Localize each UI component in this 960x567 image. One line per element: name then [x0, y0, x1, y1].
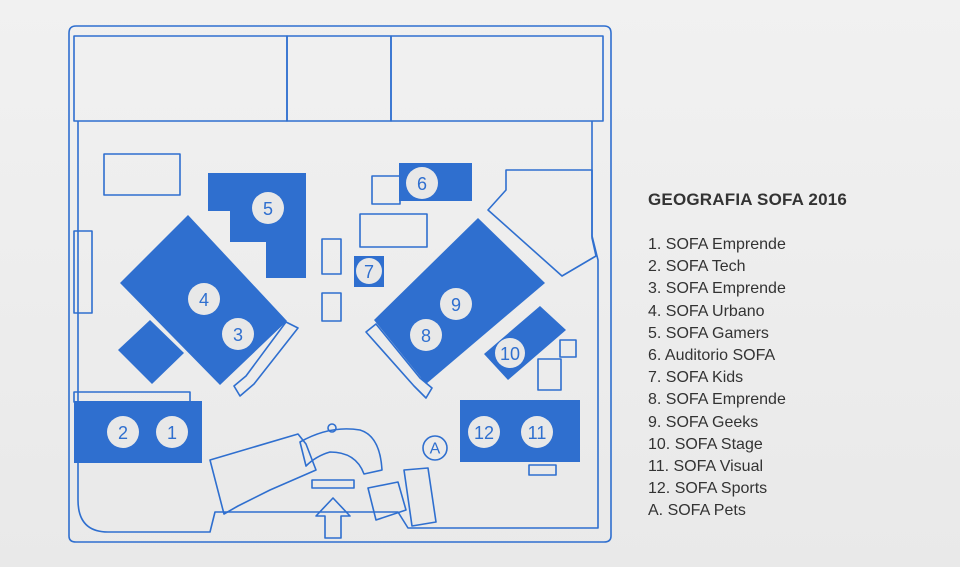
room-outline [73, 391, 191, 403]
zone-10-marker[interactable]: 10 [495, 338, 525, 368]
small-counter [528, 464, 557, 476]
booth-outline [403, 467, 437, 527]
zone-11-label: 11 [528, 423, 547, 443]
legend-item: 9. SOFA Geeks [648, 413, 759, 431]
legend-item: 8. SOFA Emprende [648, 391, 786, 409]
legend-item: 11. SOFA Visual [648, 458, 764, 476]
zone-8-label: 8 [421, 326, 431, 346]
zone-12-label: 12 [474, 423, 494, 443]
legend-item: 12. SOFA Sports [648, 480, 768, 498]
zone-5-block [208, 173, 306, 278]
room-outline [559, 339, 577, 358]
zone-2-label: 2 [118, 423, 128, 443]
zone-2-marker[interactable]: 2 [107, 416, 139, 448]
zone-1-marker[interactable]: 1 [156, 416, 188, 448]
booth-outline [367, 481, 407, 521]
zone-10-label: 10 [500, 344, 520, 364]
zone-12-marker[interactable]: 12 [468, 416, 500, 448]
room-outline [359, 213, 428, 248]
zone-4-marker[interactable]: 4 [188, 283, 220, 315]
zone-8-9-barrier-outline [365, 323, 433, 399]
zone-1-label: 1 [167, 423, 177, 443]
zone-6-marker[interactable]: 6 [406, 167, 438, 199]
curved-stage-outline [299, 428, 383, 475]
legend-item: 6. Auditorio SOFA [648, 347, 776, 365]
zone-6-label: 6 [417, 174, 427, 194]
top-room-left [73, 35, 288, 122]
legend-item: 3. SOFA Emprende [648, 280, 786, 298]
room-outline [103, 153, 181, 196]
legend-list: 1. SOFA Emprende 2. SOFA Tech 3. SOFA Em… [648, 234, 948, 523]
building-outline [68, 25, 612, 543]
legend-item: 10. SOFA Stage [648, 435, 763, 453]
room-outline [537, 358, 562, 391]
column [321, 238, 342, 275]
zone-5-marker[interactable]: 5 [252, 192, 284, 224]
stage-marker [327, 423, 337, 433]
zone-9-label: 9 [451, 295, 461, 315]
entrance-arrow-icon [315, 497, 351, 539]
zone-7-label: 7 [364, 262, 374, 282]
legend-item: 1. SOFA Emprende [648, 236, 786, 253]
floor-plan-map: 1 2 3 4 5 6 7 8 [68, 25, 612, 543]
angled-room-outline [487, 169, 597, 277]
zone-11-marker[interactable]: 11 [521, 416, 553, 448]
legend-title: GEOGRAFIA SOFA 2016 [648, 190, 848, 209]
zone-7-marker[interactable]: 7 [356, 258, 382, 284]
zone-3-label: 3 [233, 325, 243, 345]
map-legend: GEOGRAFIA SOFA 2016 1. SOFA Emprende 2. … [648, 190, 948, 523]
zone-8-marker[interactable]: 8 [410, 319, 442, 351]
zone-a-marker[interactable]: A [422, 435, 448, 461]
stage-area-outline [209, 433, 317, 515]
legend-item: 4. SOFA Urbano [648, 302, 765, 320]
column [321, 292, 342, 322]
zone-4-barrier-outline [233, 321, 299, 397]
wall-panel [73, 230, 93, 314]
room-outline [371, 175, 401, 205]
top-room-right [390, 35, 604, 122]
legend-item: 7. SOFA Kids [648, 369, 744, 387]
legend-item: A. SOFA Pets [648, 502, 746, 520]
zone-a-label: A [430, 441, 441, 458]
zone-4-label: 4 [199, 290, 209, 310]
zone-5-label: 5 [263, 199, 273, 219]
zone-3-marker[interactable]: 3 [222, 318, 254, 350]
zone-9-marker[interactable]: 9 [440, 288, 472, 320]
entrance-mat [311, 479, 355, 489]
inner-wall-outline [77, 121, 599, 533]
top-room-center [286, 35, 392, 122]
legend-item: 2. SOFA Tech [648, 258, 746, 276]
legend-item: 5. SOFA Gamers [648, 324, 769, 342]
zone-unlabeled-square [118, 320, 184, 384]
